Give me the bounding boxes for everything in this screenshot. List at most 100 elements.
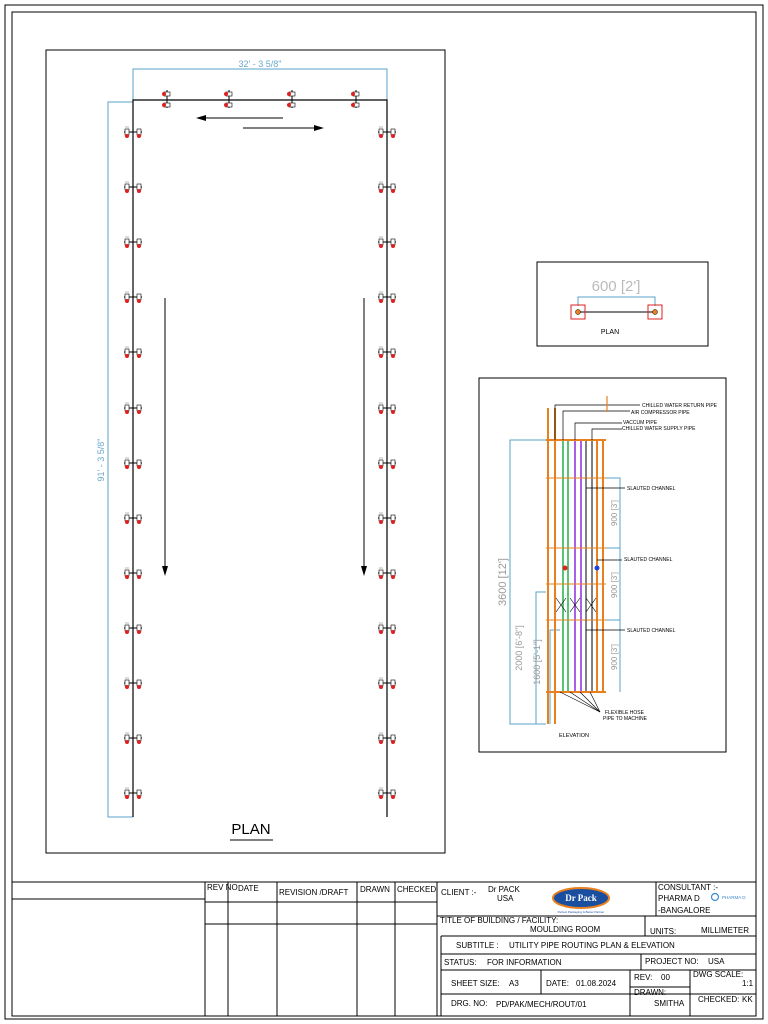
client-logo-text: Dr Pack (565, 893, 597, 903)
client-name: Dr PACK (488, 885, 520, 894)
flow-arrow-left (196, 115, 283, 121)
flow-arrow-right (243, 125, 324, 131)
fitting-left-0 (124, 126, 142, 138)
pipe-label-chw-supply: CHILLED WATER SUPPLY PIPE (622, 426, 696, 432)
outer-border (4, 4, 764, 1020)
subtitle-value: UTILITY PIPE ROUTING PLAN & ELEVATION (509, 941, 675, 950)
title-value: MOULDING ROOM (530, 925, 601, 934)
channel-label-2: SLAUTED CHANNEL (624, 557, 673, 563)
client-label: CLIENT :- (441, 888, 477, 897)
sheet-size-value: A3 (509, 979, 519, 988)
flow-arrow-down-left (162, 298, 168, 576)
fitting-right-10 (378, 677, 396, 689)
elevation-channels (546, 439, 606, 693)
pipe-label-chw-return: CHILLED WATER RETURN PIPE (642, 403, 718, 409)
status-label: STATUS: (444, 958, 477, 967)
small-plan-support-left (570, 304, 586, 320)
fitting-left-8 (124, 567, 142, 579)
fitting-right-4 (378, 346, 396, 358)
fitting-left-11 (124, 732, 142, 744)
title-label: TITLE OF BUILDING / FACILITY: (440, 916, 559, 925)
main-plan-title: PLAN (231, 821, 270, 838)
right-fittings (378, 126, 396, 799)
consultant-city: -BANGALORE (658, 906, 711, 915)
date-header: DATE (238, 884, 259, 893)
elev-dim-2000: 2000 [6'-8"] (514, 625, 524, 670)
elev-dim-1600: 1600 [5'-1"] (532, 639, 542, 684)
fitting-right-8 (378, 567, 396, 579)
sheet-size-label: SHEET SIZE: (451, 979, 500, 988)
fitting-left-2 (124, 236, 142, 248)
fitting-left-4 (124, 346, 142, 358)
inner-border (11, 11, 757, 1017)
pipe-route (132, 99, 388, 817)
elev-dim-3600: 3600 [12'] (497, 558, 509, 606)
rev-no-label: REV NO (207, 883, 238, 892)
consultant-logo: PHARMA D (710, 892, 746, 902)
checked-value: KK (742, 995, 753, 1004)
title-block (11, 881, 757, 1017)
consultant-label: CONSULTANT :- (658, 883, 719, 892)
height-dimension-line (107, 101, 133, 818)
fitting-right-1 (378, 181, 396, 193)
fitting-right-11 (378, 732, 396, 744)
rev-value: 00 (661, 973, 670, 982)
elevation-frame (478, 377, 727, 753)
left-fittings (124, 126, 142, 799)
channel-label-3: SLAUTED CHANNEL (627, 628, 676, 634)
project-label: PROJECT NO: (645, 957, 699, 966)
rev-label: REV: (634, 973, 653, 982)
pipe-label-air: AIR COMPRESSOR PIPE (631, 410, 690, 416)
elevation-pipes (547, 408, 604, 724)
client-logo: Dr Pack Perfect Packaging & Better Partn… (552, 887, 610, 914)
project-value: USA (708, 957, 725, 966)
dwg-scale-value: 1:1 (742, 979, 754, 988)
client-logo-tagline: Perfect Packaging & Better Partner (558, 910, 605, 914)
fitting-right-5 (378, 402, 396, 414)
small-plan-title: PLAN (601, 329, 619, 336)
fitting-left-9 (124, 622, 142, 634)
small-plan: 600 [2'] PLAN (536, 261, 709, 347)
channel-label-1: SLAUTED CHANNEL (627, 486, 676, 492)
revision-header: REVISION /DRAFT (279, 888, 349, 897)
units-label: UNITS: (650, 927, 677, 936)
fitting-left-10 (124, 677, 142, 689)
fitting-left-6 (124, 457, 142, 469)
fitting-right-3 (378, 291, 396, 303)
fitting-right-0 (378, 126, 396, 138)
elev-dim-900-a: 900 [3'] (610, 500, 619, 526)
fitting-right-9 (378, 622, 396, 634)
fitting-right-12 (378, 787, 396, 799)
dwg-scale-label: DWG SCALE: (693, 970, 744, 979)
fitting-right-7 (378, 512, 396, 524)
small-plan-dimension: 600 [2'] (592, 278, 641, 295)
drawn-label: DRAWN: (634, 988, 667, 997)
main-plan: 32' - 3 5/8" 91' - 3 5/8" PLAN (45, 49, 446, 854)
elevation-title: ELEVATION (559, 733, 589, 739)
fitting-right-6 (378, 457, 396, 469)
pipe-label-vacuum: VACCUM PIPE (623, 420, 658, 426)
elevation-view: 3600 [12'] 2000 [6'-8"] 1600 [5'-1"] 900… (478, 377, 727, 753)
fitting-left-1 (124, 181, 142, 193)
consultant-name: PHARMA D (658, 894, 700, 903)
elev-dim-900-b: 900 [3'] (610, 572, 619, 598)
fitting-top-0 (162, 90, 171, 108)
fitting-left-5 (124, 402, 142, 414)
units-value: MILLIMETER (701, 926, 750, 935)
checked-label: CHECKED: (698, 995, 740, 1004)
date-label: DATE: (546, 979, 569, 988)
fitting-right-2 (378, 236, 396, 248)
height-dimension-text: 91' - 3 5/8" (96, 439, 106, 482)
elev-dim-900-c: 900 [3'] (610, 644, 619, 670)
fitting-top-1 (224, 90, 233, 108)
fitting-top-2 (287, 90, 296, 108)
fitting-left-3 (124, 291, 142, 303)
date-value: 01.08.2024 (576, 979, 617, 988)
hose-label-2: PIPE TO MACHINE (603, 716, 648, 722)
drawn-value: SMITHA (654, 999, 685, 1008)
status-value: FOR INFORMATION (487, 958, 562, 967)
width-dimension-line (132, 68, 388, 100)
width-dimension-text: 32' - 3 5/8" (239, 59, 282, 69)
main-plan-frame (45, 49, 446, 854)
